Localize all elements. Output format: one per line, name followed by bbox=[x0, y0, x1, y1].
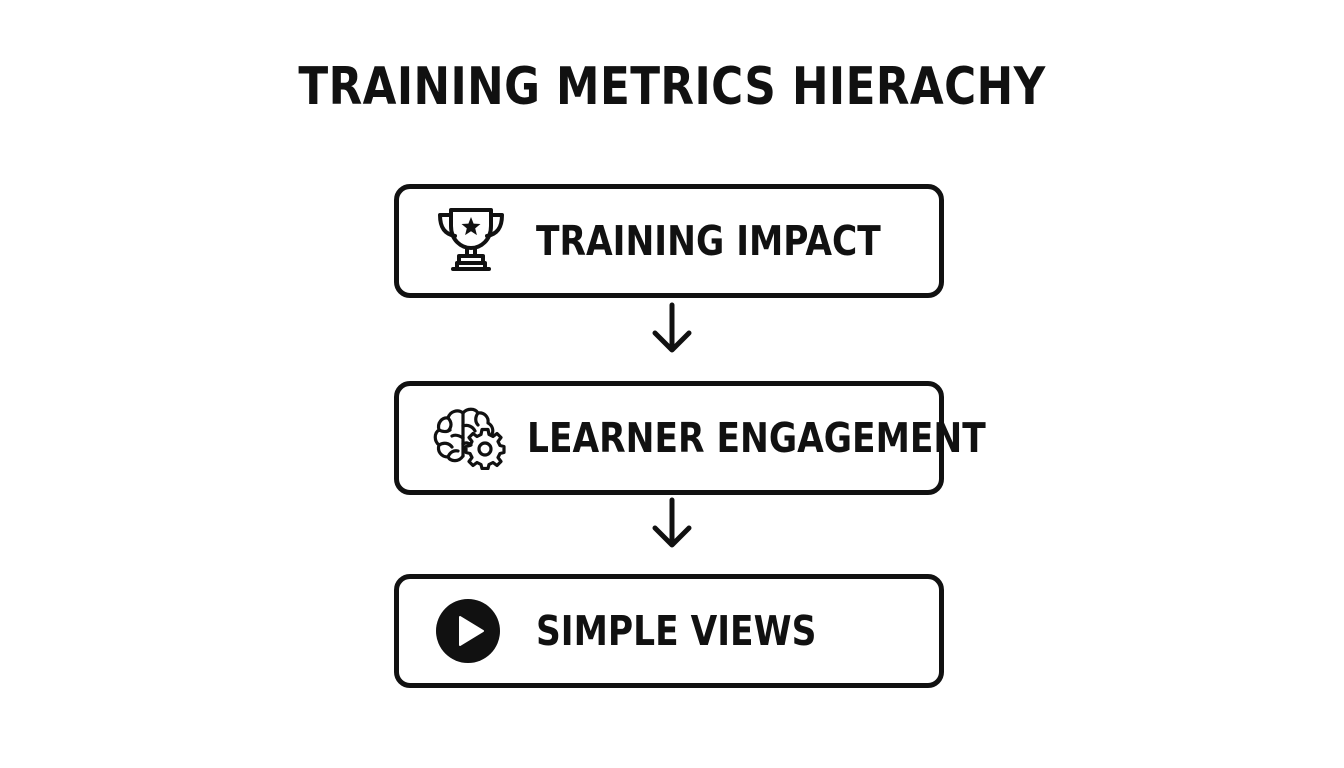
arrow-down-icon bbox=[652, 497, 692, 548]
level-box-simple-views: SIMPLE VIEWS bbox=[394, 574, 944, 688]
brain-gear-icon bbox=[433, 407, 506, 470]
level-box-training-impact: TRAINING IMPACT bbox=[394, 184, 944, 298]
level-label: SIMPLE VIEWS bbox=[536, 607, 817, 655]
level-label: LEARNER ENGAGEMENT bbox=[527, 414, 986, 462]
level-label: TRAINING IMPACT bbox=[536, 217, 881, 265]
trophy-icon bbox=[438, 208, 504, 271]
play-icon bbox=[436, 599, 500, 663]
level-box-learner-engagement: LEARNER ENGAGEMENT bbox=[394, 381, 986, 495]
arrow-down-icon bbox=[652, 302, 692, 353]
diagram-title: TRAINING METRICS HIERACHY bbox=[298, 57, 1046, 117]
